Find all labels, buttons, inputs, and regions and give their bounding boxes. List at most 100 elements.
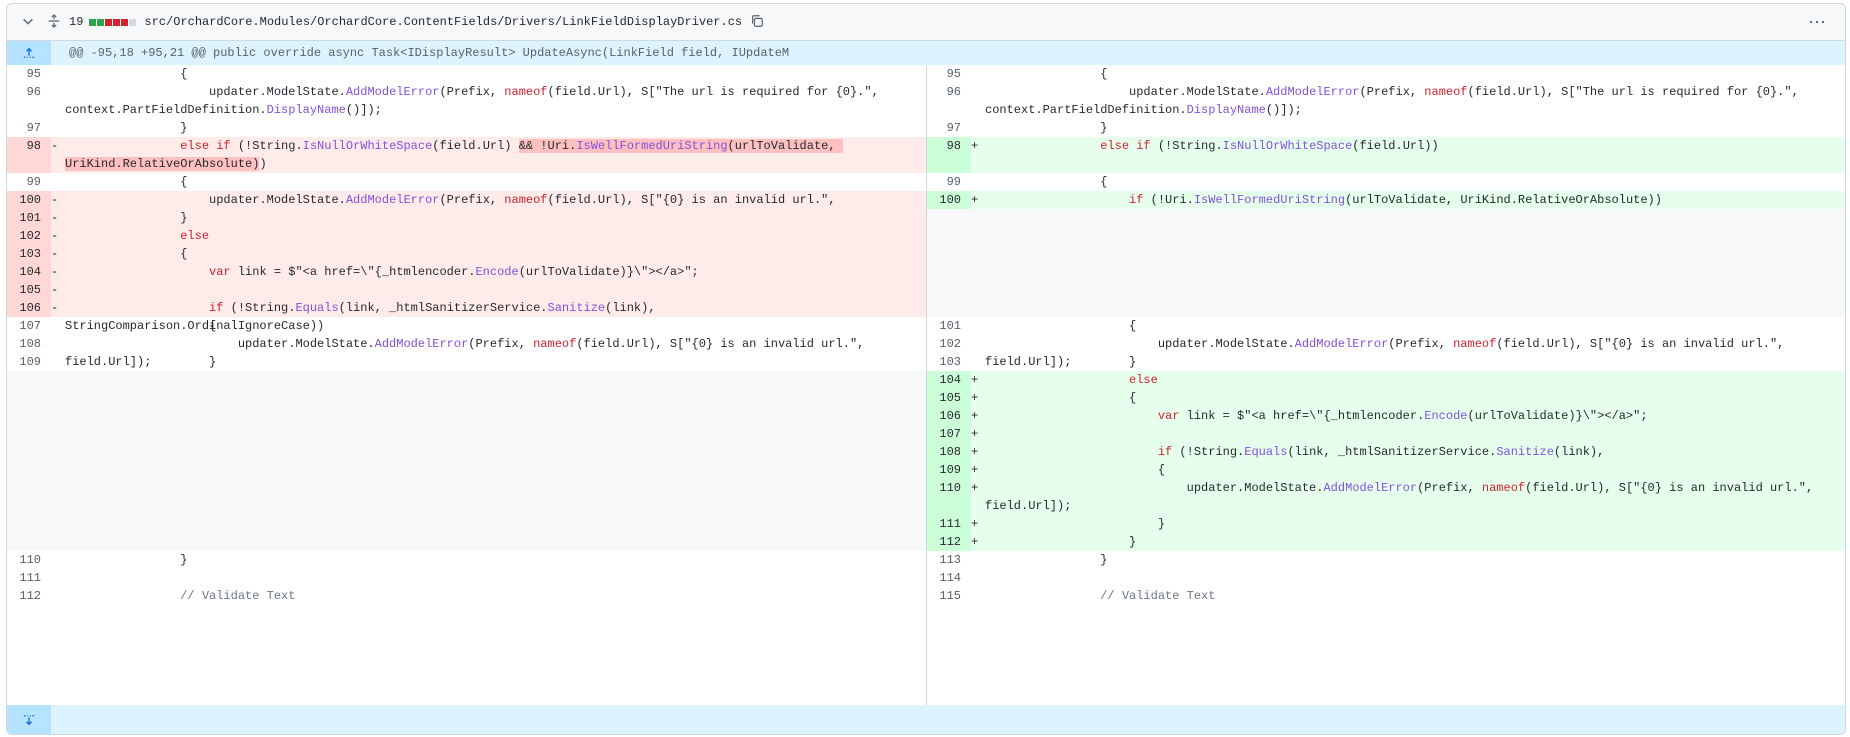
diff-line: 105- [7, 281, 926, 299]
diff-line: 103- { [7, 245, 926, 263]
line-number[interactable]: 99 [927, 173, 971, 191]
diff-line: 111 [7, 569, 926, 587]
diff-line: 104- var link = $"<a href=\"{_htmlencode… [7, 263, 926, 281]
changes-count: 19 [69, 15, 84, 29]
code-text: { [985, 391, 1137, 405]
diff-right-pane: 95 {96 updater.ModelState.AddModelError(… [927, 65, 1845, 705]
diff-line: 112 // Validate Text [7, 587, 926, 605]
line-number[interactable]: 105 [7, 281, 51, 299]
line-number[interactable]: 100 [927, 191, 971, 209]
fold-up-icon[interactable] [7, 41, 51, 65]
line-number[interactable]: 111 [7, 569, 51, 587]
line-number[interactable]: 109 [927, 461, 971, 479]
line-number[interactable]: 97 [927, 119, 971, 137]
line-number[interactable]: 108 [7, 335, 51, 353]
hunk-footer [7, 705, 1845, 734]
line-number[interactable]: 98 [927, 137, 971, 173]
line-number[interactable]: 102 [927, 335, 971, 353]
empty-filler [7, 371, 926, 551]
diff-line: 112+ } [927, 533, 1845, 551]
diff-line: 99 { [927, 173, 1845, 191]
diff-marker [971, 335, 985, 353]
line-number[interactable]: 95 [7, 65, 51, 83]
fold-down-icon[interactable] [7, 705, 51, 734]
line-number[interactable]: 95 [927, 65, 971, 83]
diffstat-square [89, 18, 97, 26]
unfold-icon[interactable] [47, 13, 61, 31]
code-text: if (!Uri.IsWellFormedUriString(urlToVali… [1129, 193, 1662, 207]
diff-line: 115 // Validate Text [927, 587, 1845, 605]
diff-line: 96 updater.ModelState.AddModelError(Pref… [7, 83, 926, 119]
diff-line: 109 } [7, 353, 926, 371]
code-text: { [985, 67, 1108, 81]
diff-line: 110 } [7, 551, 926, 569]
diff-line: 101- } [7, 209, 926, 227]
diff-marker: + [971, 481, 979, 495]
diff-line: 96 updater.ModelState.AddModelError(Pref… [927, 83, 1845, 119]
line-number[interactable]: 114 [927, 569, 971, 587]
chevron-down-icon[interactable] [21, 14, 41, 31]
file-path[interactable]: src/OrchardCore.Modules/OrchardCore.Cont… [144, 15, 743, 29]
diff-line: 95 { [927, 65, 1845, 83]
diff-marker: - [51, 193, 59, 207]
diff-marker: + [971, 373, 979, 387]
line-number[interactable]: 107 [927, 425, 971, 443]
diff-marker: + [971, 139, 979, 153]
line-number[interactable]: 101 [927, 317, 971, 335]
line-number[interactable]: 115 [927, 587, 971, 605]
line-number[interactable]: 102 [7, 227, 51, 245]
kebab-horizontal-icon[interactable]: ⋯ [1808, 11, 1827, 32]
line-number[interactable]: 112 [927, 533, 971, 551]
line-number[interactable]: 104 [927, 371, 971, 389]
line-number[interactable]: 100 [7, 191, 51, 209]
line-number[interactable]: 112 [7, 587, 51, 605]
code-text: } [985, 355, 1137, 369]
code-text: } [65, 211, 188, 225]
code-text: updater.ModelState.AddModelError(Prefix,… [985, 481, 1821, 513]
line-number[interactable]: 111 [927, 515, 971, 533]
code-text: { [65, 67, 188, 81]
diff-marker [51, 317, 65, 335]
diff-line: 98+ else if (!String.IsNullOrWhiteSpace(… [927, 137, 1845, 173]
code-text: else if (!String.IsNullOrWhiteSpace(fiel… [65, 139, 843, 171]
code-text: { [65, 319, 217, 333]
line-number[interactable]: 109 [7, 353, 51, 371]
code-text: } [65, 355, 217, 369]
file-header: 19 src/OrchardCore.Modules/OrchardCore.C… [7, 4, 1845, 41]
code-text: updater.ModelState.AddModelError(Prefix,… [65, 337, 872, 369]
line-number[interactable]: 104 [7, 263, 51, 281]
code-text: var link = $"<a href=\"{_htmlencoder.Enc… [209, 265, 699, 279]
line-number[interactable]: 110 [7, 551, 51, 569]
line-number[interactable]: 101 [7, 209, 51, 227]
line-number[interactable]: 99 [7, 173, 51, 191]
code-text [985, 569, 1845, 587]
diff-line: 111+ } [927, 515, 1845, 533]
line-number[interactable]: 98 [7, 137, 51, 173]
line-number[interactable]: 96 [7, 83, 51, 119]
line-number[interactable]: 96 [927, 83, 971, 119]
line-number[interactable]: 103 [927, 353, 971, 371]
line-number[interactable]: 113 [927, 551, 971, 569]
line-number[interactable]: 106 [927, 407, 971, 425]
line-number[interactable]: 108 [927, 443, 971, 461]
diff-line: 108+ if (!String.Equals(link, _htmlSanit… [927, 443, 1845, 477]
diff-marker [971, 569, 985, 587]
empty-filler [927, 209, 1845, 317]
code-text: } [65, 121, 188, 135]
line-number[interactable]: 105 [927, 389, 971, 407]
line-number[interactable]: 97 [7, 119, 51, 137]
line-number[interactable]: 103 [7, 245, 51, 263]
code-text: { [985, 175, 1108, 189]
copy-icon[interactable] [750, 14, 764, 31]
line-number[interactable]: 107 [7, 317, 51, 335]
code-text: { [65, 247, 188, 261]
diff-line: 110+ updater.ModelState.AddModelError(Pr… [927, 479, 1845, 515]
line-number[interactable]: 106 [7, 299, 51, 317]
diff-line: 97 } [927, 119, 1845, 137]
diff-marker [971, 83, 985, 119]
code-text: else [1129, 373, 1158, 387]
diff-marker [971, 587, 985, 605]
code-text: } [985, 553, 1108, 567]
diff-marker: + [971, 535, 979, 549]
line-number[interactable]: 110 [927, 479, 971, 515]
